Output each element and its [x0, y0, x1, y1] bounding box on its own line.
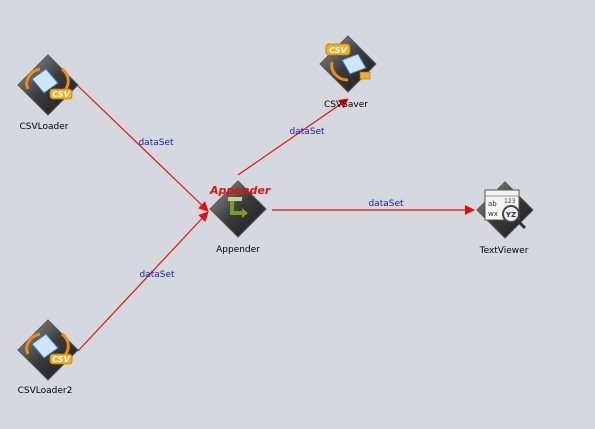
csv-badge: CSV [52, 90, 70, 99]
csv-loader-label: CSVLoader [19, 122, 69, 132]
edge-label-loader2-to-appender: dataSet [139, 270, 175, 280]
appender-icon[interactable] [209, 180, 267, 238]
svg-text:%: % [493, 219, 499, 226]
csv-saver-icon[interactable]: CSV [319, 35, 377, 93]
edge-appender-to-saver[interactable] [237, 98, 349, 176]
edge-label-appender-to-saver: dataSet [289, 127, 325, 137]
appender-title: Appender [210, 184, 271, 197]
edge-label-appender-to-viewer: dataSet [368, 199, 404, 209]
csv-saver-label: CSVSaver [324, 100, 368, 110]
edge-label-loader-to-appender: dataSet [138, 138, 174, 148]
csv-badge: CSV [52, 355, 70, 364]
text-viewer-label: TextViewer [479, 246, 529, 256]
csv-loader2-icon[interactable]: CSV [17, 319, 79, 381]
appender-label: Appender [216, 245, 260, 255]
text-viewer-icon[interactable]: ab 123 wx % YZ [476, 181, 534, 239]
svg-text:wx: wx [488, 210, 498, 218]
edge-loader-to-appender[interactable] [77, 85, 209, 212]
edge-loader2-to-appender[interactable] [77, 211, 209, 352]
csv-badge: CSV [329, 46, 347, 55]
svg-text:ab: ab [488, 200, 497, 208]
svg-text:123: 123 [504, 198, 516, 205]
csv-loader-icon[interactable]: CSV [17, 54, 79, 116]
svg-text:YZ: YZ [505, 211, 516, 219]
csv-loader2-label: CSVLoader2 [17, 386, 73, 396]
